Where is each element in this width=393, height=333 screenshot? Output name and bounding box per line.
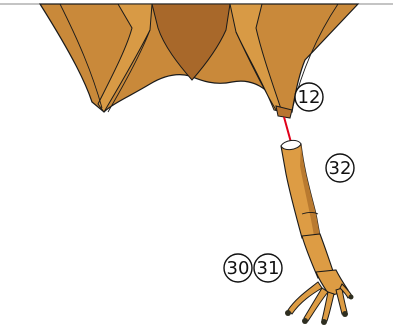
claw-5 bbox=[349, 295, 354, 300]
callout-31: 31 bbox=[254, 254, 282, 282]
callout-30: 30 bbox=[224, 254, 252, 282]
callout-32: 32 bbox=[326, 154, 354, 182]
claw-1 bbox=[285, 310, 291, 316]
claw-2 bbox=[302, 318, 308, 324]
claw-3 bbox=[321, 319, 327, 325]
callout-31-label: 31 bbox=[257, 258, 280, 279]
callout-30-label: 30 bbox=[227, 258, 250, 279]
callout-32-label: 32 bbox=[329, 158, 352, 179]
callout-12: 12 bbox=[295, 83, 323, 111]
callout-12-label: 12 bbox=[298, 87, 321, 108]
claw-4 bbox=[342, 311, 348, 317]
